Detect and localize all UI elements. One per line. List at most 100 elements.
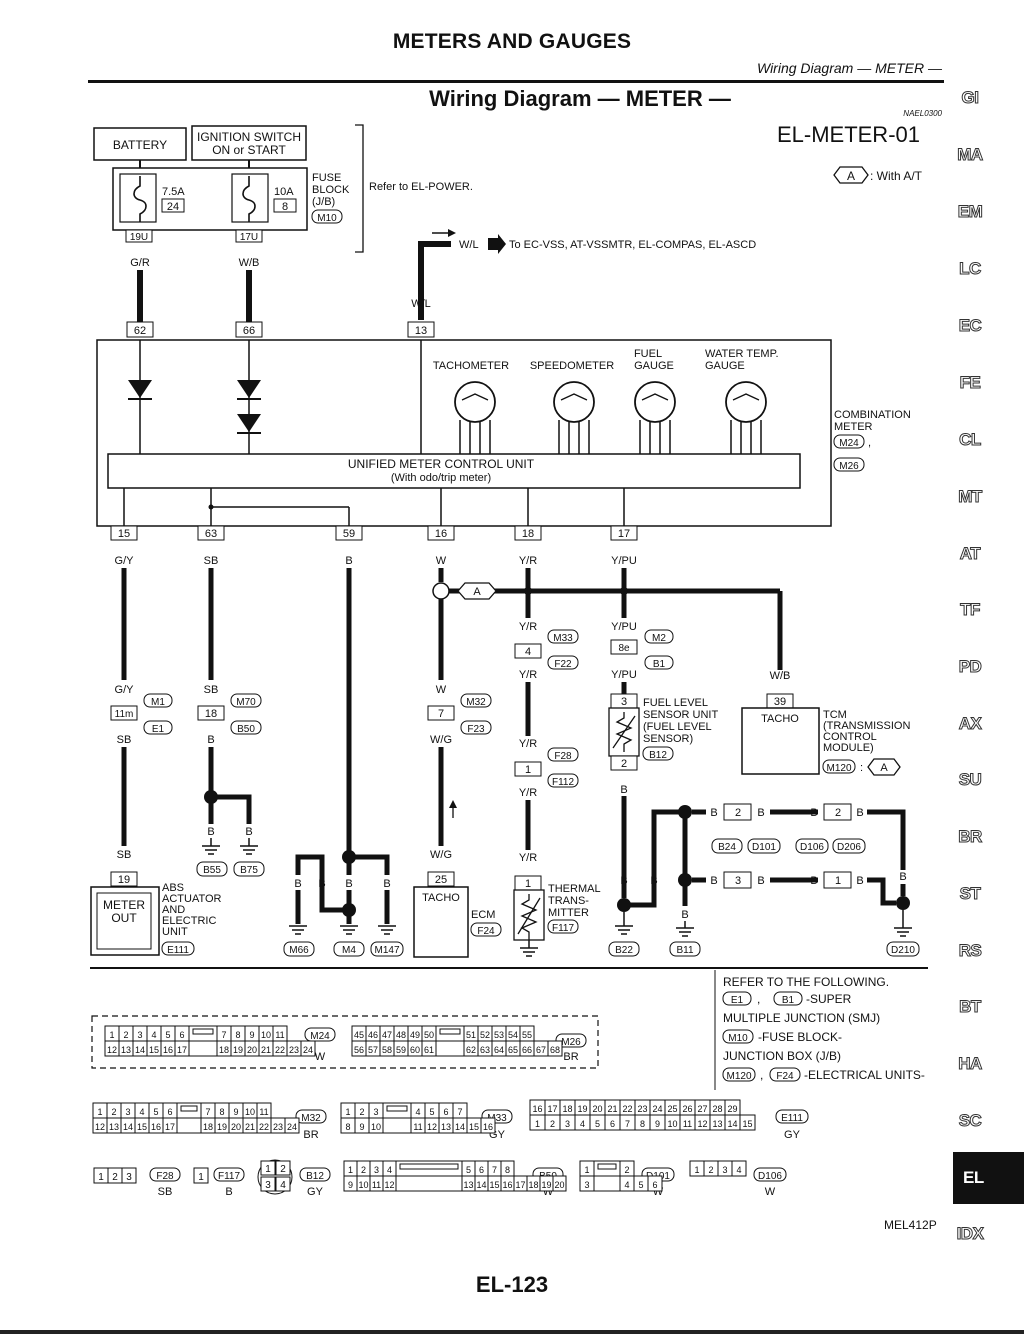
svg-text:B: B [650,875,657,887]
side-tab-bt[interactable]: BT [959,997,982,1017]
conn-m24-id: M24 [310,1031,330,1042]
svg-text:B: B [620,784,627,796]
face-m33-pin: 2 [359,1107,364,1117]
face-b50-pin: 13 [463,1180,473,1190]
side-tab-ma[interactable]: MA [957,145,984,165]
svg-text:3: 3 [621,696,627,708]
svg-text:59: 59 [343,528,355,540]
svg-text:D106: D106 [800,842,824,853]
tachometer-gauge: TACHOMETER [433,360,509,454]
svg-text:E1: E1 [152,724,165,735]
side-tab-su[interactable]: SU [958,770,982,790]
svg-text:-SUPER: -SUPER [806,992,852,1006]
svg-text:E111: E111 [167,945,189,956]
svg-text:B12: B12 [649,750,667,761]
face-b50-pin: 19 [541,1180,551,1190]
face-m24-pin: 15 [149,1045,159,1055]
conn-f28-id: F28 [156,1171,174,1182]
combination-meter: TACHOMETER SPEEDOMETER FUEL GAUGE [96,339,911,527]
face-e111-pin: 18 [562,1104,572,1114]
fuseblock-label-3: (J/B) [312,196,335,208]
pin-13: 13 [415,325,427,337]
face-m26-pin: 46 [368,1030,378,1040]
face-e111-pin: 25 [667,1104,677,1114]
svg-text:B: B [710,875,717,887]
svg-text:B: B [899,871,906,883]
speedometer-label: SPEEDOMETER [530,360,614,372]
face-b50-pin: 14 [476,1180,486,1190]
face-b50-pin: 2 [361,1165,366,1175]
svg-text:M66: M66 [289,945,309,956]
svg-text:SENSOR): SENSOR) [643,733,693,745]
face-m24-pin: 19 [233,1045,243,1055]
svg-text:B: B [757,875,764,887]
face-e111-pin: 2 [550,1119,555,1129]
face-e111-pin: 20 [592,1104,602,1114]
diagram-code: NAEL0300 [903,109,942,118]
face-m32-pin: 21 [245,1122,255,1132]
side-tab-mt[interactable]: MT [958,487,983,507]
fuse2-rating: 10A [274,186,294,198]
svg-text:G/Y: G/Y [115,555,135,567]
svg-text:W: W [436,684,447,696]
svg-text:(TRANSMISSION: (TRANSMISSION [823,720,910,732]
face-m33-pin: 12 [427,1122,437,1132]
side-tab-lc[interactable]: LC [959,259,982,279]
to-ec-label: To EC-VSS, AT-VSSMTR, EL-COMPAS, EL-ASCD [509,239,756,251]
thermal-transmitter-branch: Y/R 4 M33 F22 Y/R Y/R 1 F28 F112 Y/R Y/R… [513,568,601,957]
face-e111-pin: 12 [697,1119,707,1129]
side-tab-ec[interactable]: EC [958,316,982,336]
side-tab-at[interactable]: AT [959,544,981,564]
side-tab-pd[interactable]: PD [958,657,982,677]
side-tab-rs[interactable]: RS [958,941,982,961]
conn-m24-color: W [315,1051,326,1063]
side-tab-em[interactable]: EM [957,202,983,222]
face-b50-pin: 5 [466,1165,471,1175]
svg-text:TACHO: TACHO [422,892,460,904]
svg-text:B: B [710,807,717,819]
svg-text:B: B [245,826,252,838]
face-f117-pin: 1 [198,1172,204,1183]
face-m33-pin: 14 [455,1122,465,1132]
svg-text:2: 2 [621,758,627,770]
face-d101-pin: 3 [584,1180,589,1190]
face-b50-pin: 3 [374,1165,379,1175]
conn-m32-color: BR [303,1129,318,1141]
side-tab-cl[interactable]: CL [959,430,982,450]
face-m32-pin: 19 [217,1122,227,1132]
side-tab-el[interactable]: EL [953,1152,1024,1204]
fuse1-rating: 7.5A [162,186,185,198]
svg-text:E1: E1 [731,995,744,1006]
svg-text:B: B [810,807,817,819]
svg-text:OUT: OUT [111,911,137,925]
side-tab-gi[interactable]: GI [961,88,979,108]
face-m26-pin: 62 [466,1045,476,1055]
svg-text:18: 18 [205,708,217,720]
svg-text:15: 15 [118,528,130,540]
svg-text:,: , [757,992,760,1006]
face-d101-pin: 4 [624,1180,629,1190]
svg-text:Y/R: Y/R [519,621,537,633]
side-tab-ha[interactable]: HA [958,1054,983,1074]
svg-text:F23: F23 [467,724,485,735]
svg-text:Y/R: Y/R [519,787,537,799]
face-e111-pin: 27 [697,1104,707,1114]
side-tab-idx[interactable]: IDX [956,1224,984,1244]
svg-text:M4: M4 [342,945,356,956]
side-tab-sc[interactable]: SC [958,1111,982,1131]
svg-text::: : [860,762,863,774]
side-tab-st[interactable]: ST [959,884,981,904]
side-tab-ax[interactable]: AX [958,714,982,734]
face-m24-pin: 10 [261,1030,271,1040]
conn-d101-color: W [653,1186,664,1198]
face-m24-pin: 18 [219,1045,229,1055]
side-tab-fe[interactable]: FE [959,373,981,393]
face-m26-pin: 49 [410,1030,420,1040]
svg-text:F117: F117 [552,923,574,934]
side-tab-br[interactable]: BR [958,827,983,847]
side-tab-tf[interactable]: TF [960,600,981,620]
face-m32-pin: 8 [219,1107,224,1117]
